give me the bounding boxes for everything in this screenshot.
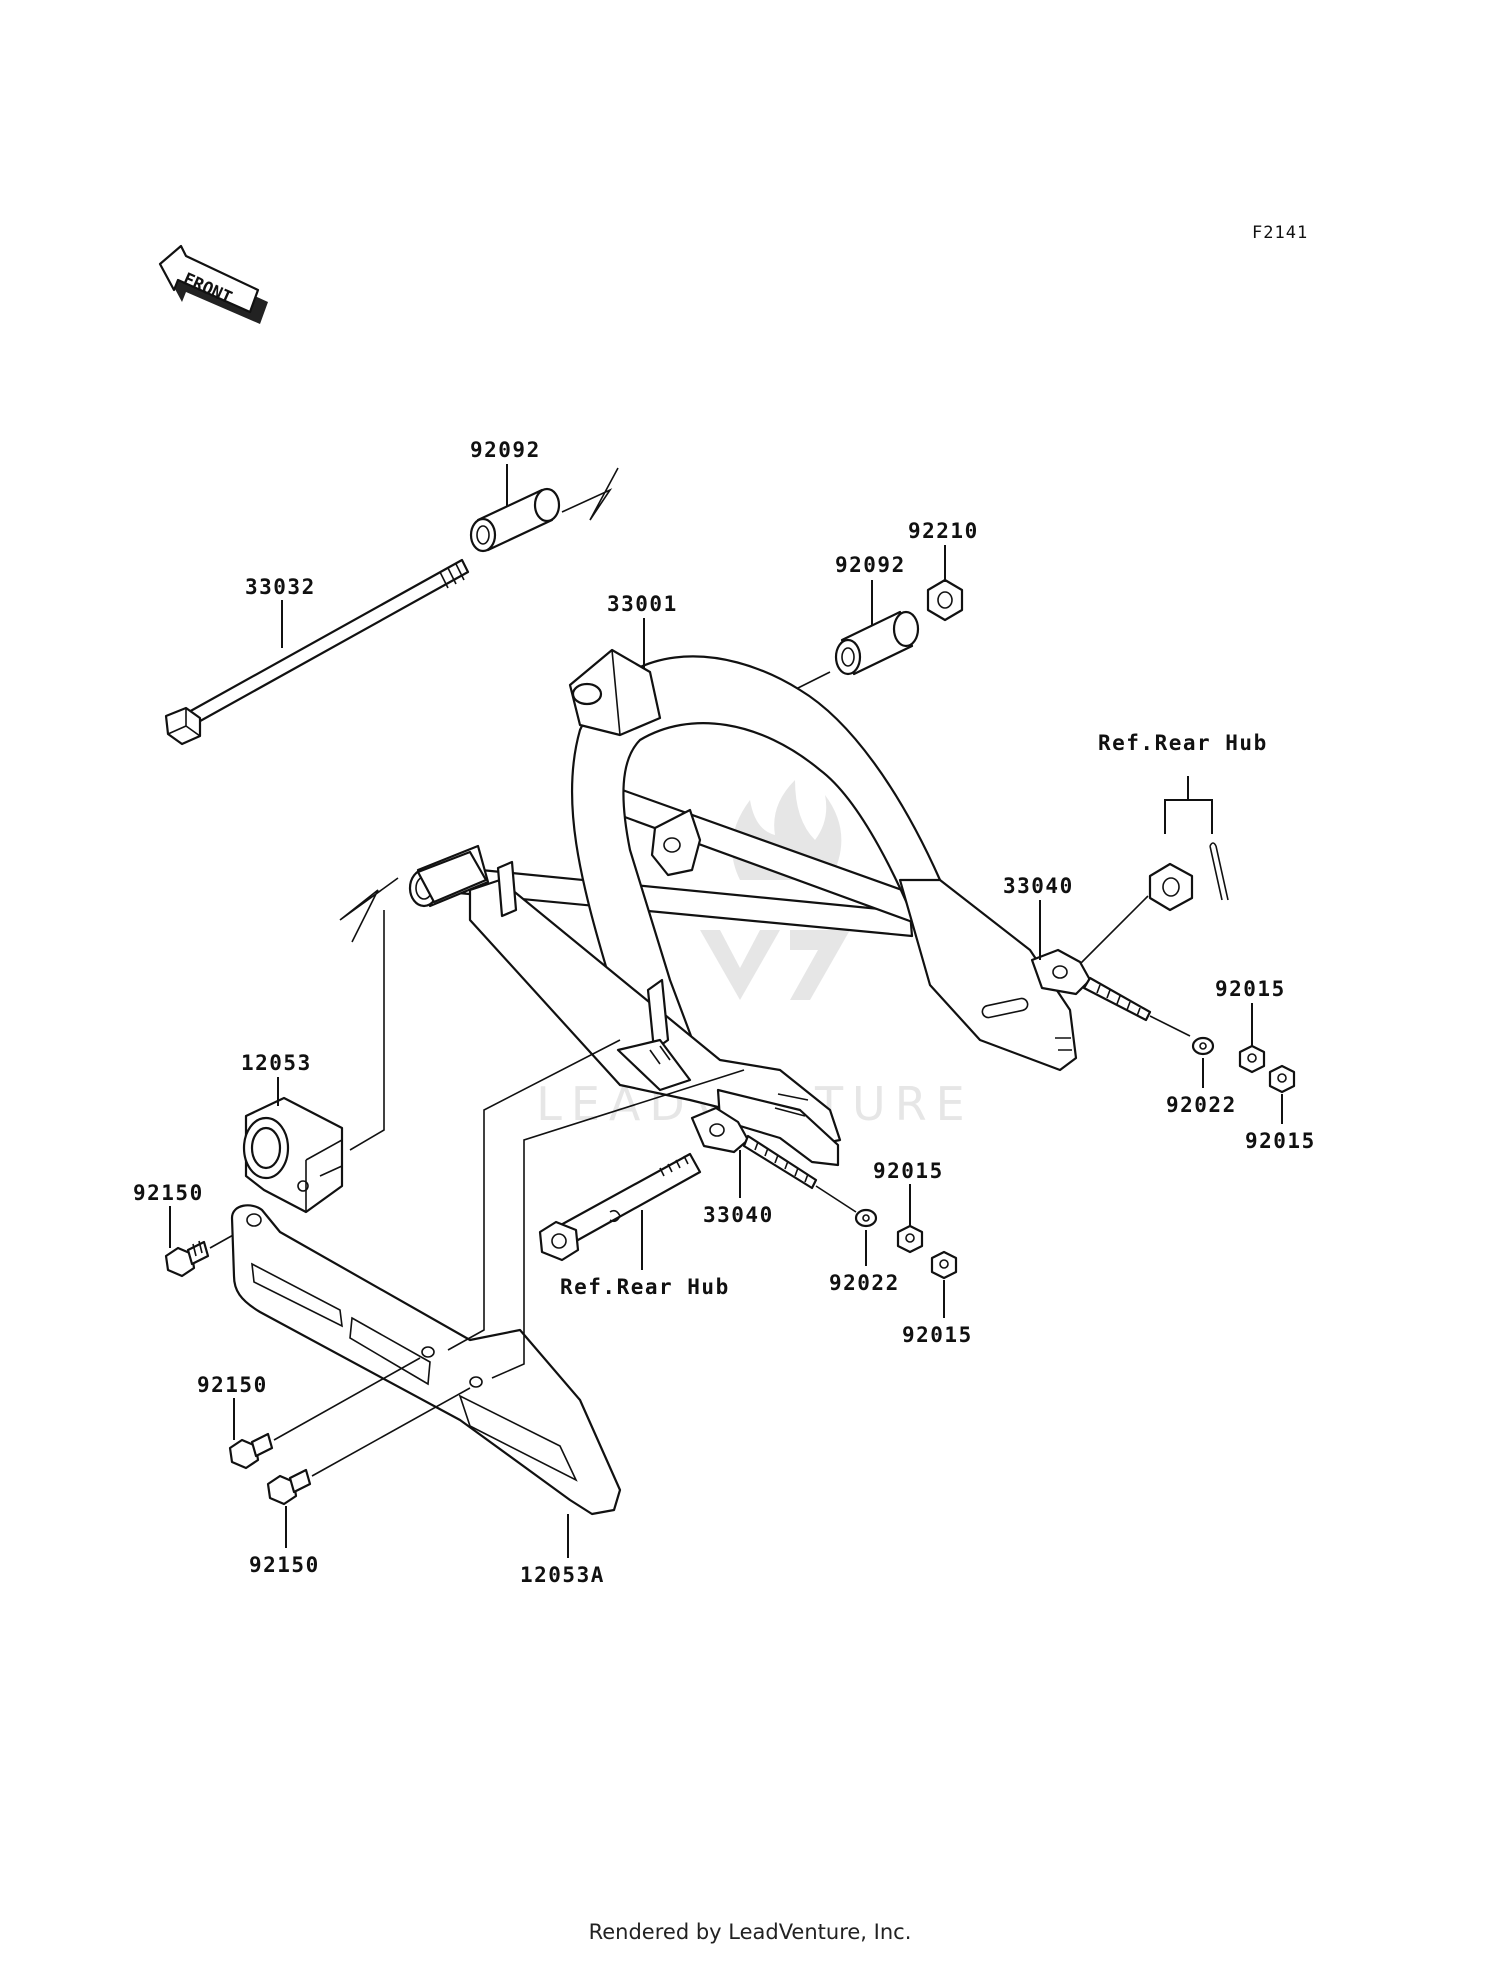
front-arrow-icon: FRONT [158,244,268,324]
label-92015-center-a: 92015 [873,1159,944,1183]
bushing-right [834,610,920,676]
label-92210: 92210 [908,519,979,543]
label-92022-center: 92022 [829,1271,900,1295]
chain-guard-plate [230,1204,622,1516]
label-33001: 33001 [607,592,678,616]
washer-92022-center [854,1208,878,1228]
nut-92015-right-b [1268,1064,1296,1094]
nut-92015-right-a [1238,1044,1266,1074]
label-92015-right-a: 92015 [1215,977,1286,1001]
chain-adjuster-right [1030,948,1152,1022]
bolt-92150-mid [228,1432,274,1470]
swingarm-pivot-axle [164,558,470,746]
label-ref-rear-hub-right: Ref.Rear Hub [1098,731,1268,755]
label-33040-right: 33040 [1003,874,1074,898]
nut-92015-center-b [930,1250,958,1280]
chain-guard-block [242,1096,344,1214]
label-12053: 12053 [241,1051,312,1075]
bolt-92150-top [164,1240,210,1278]
label-33040-center: 33040 [703,1203,774,1227]
label-92092-upper: 92092 [470,438,541,462]
label-92015-right-b: 92015 [1245,1129,1316,1153]
bolt-92150-bottom [266,1468,312,1506]
label-ref-rear-hub-center: Ref.Rear Hub [560,1275,730,1299]
nut-92015-center-a [896,1224,924,1254]
label-92092-right: 92092 [835,553,906,577]
bushing-upper [469,487,561,553]
swingarm-frame [408,648,1078,1167]
cotter-pin-right [1209,842,1229,901]
chain-adjuster-center [690,1106,818,1190]
rear-hub-axle-center [538,1152,702,1262]
label-12053A: 12053A [520,1563,605,1587]
label-92150-mid: 92150 [197,1373,268,1397]
swingarm-left-bushing [416,850,488,904]
label-92015-center-b: 92015 [902,1323,973,1347]
castle-nut-right [1148,862,1194,912]
nut-92210 [926,578,964,622]
label-92022-right: 92022 [1166,1093,1237,1117]
label-92150-top: 92150 [133,1181,204,1205]
label-92150-bottom: 92150 [249,1553,320,1577]
footer-credit: Rendered by LeadVenture, Inc. [588,1920,912,1944]
diagram-code: F2141 [1252,223,1308,243]
washer-92022-right [1191,1036,1215,1056]
label-33032: 33032 [245,575,316,599]
